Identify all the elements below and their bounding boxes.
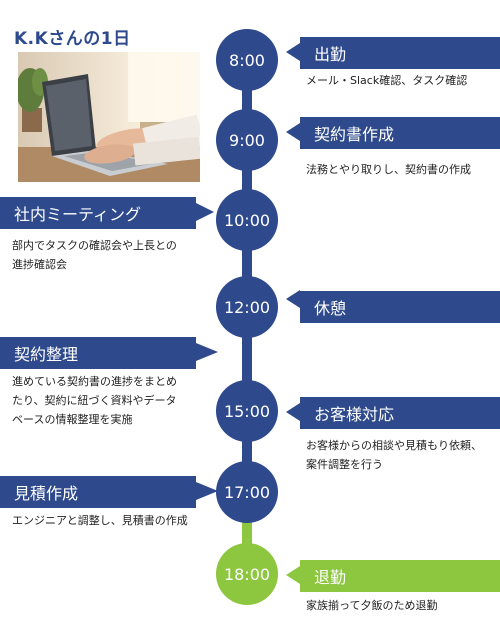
event-description: エンジニアと調整し、見積書の作成 (12, 514, 188, 527)
event-banner: 見積作成 (0, 476, 196, 508)
time-circle: 12:00 (216, 276, 278, 338)
event-banner: 休憩 (300, 291, 500, 323)
event-banner: 出勤 (300, 37, 500, 69)
time-label: 8:00 (229, 50, 265, 70)
time-circle: 10:00 (216, 189, 278, 251)
event-banner: 契約整理 (0, 337, 196, 369)
time-label: 9:00 (229, 130, 265, 150)
event-title: 休憩 (314, 299, 347, 318)
event-title: お客様対応 (314, 405, 395, 424)
banner-pointer (196, 482, 218, 500)
event-description: メール・Slack確認、タスク確認 (306, 74, 468, 87)
event-title: 契約書作成 (314, 125, 395, 144)
event-description: お客様からの相談や見積もり依頼、 案件調整を行う (306, 439, 482, 471)
time-circle: 18:00 (216, 543, 278, 605)
banner-pointer (196, 203, 214, 221)
event-title: 契約整理 (14, 345, 79, 364)
banner-pointer (286, 403, 300, 421)
event-description: 法務とやり取りし、契約書の作成 (306, 163, 471, 176)
time-label: 12:00 (223, 297, 271, 317)
time-circle: 15:00 (216, 380, 278, 442)
hands-typing-illustration (18, 52, 200, 182)
banner-pointer (196, 343, 218, 361)
event-title: 社内ミーティング (14, 205, 142, 224)
event-title: 退勤 (314, 568, 347, 587)
event-description: 家族揃って夕飯のため退勤 (306, 599, 438, 612)
banner-pointer (286, 123, 300, 141)
time-label: 15:00 (223, 401, 271, 421)
time-label: 17:00 (223, 482, 271, 502)
banner-pointer (286, 290, 300, 308)
time-circle: 8:00 (216, 29, 278, 91)
event-banner: お客様対応 (300, 397, 500, 429)
event-title: 出勤 (314, 45, 347, 64)
time-circle: 9:00 (216, 109, 278, 171)
laptop-photo (18, 52, 200, 182)
page-title: K.Kさんの1日 (14, 29, 131, 49)
time-circle: 17:00 (216, 461, 278, 523)
banner-pointer (286, 566, 300, 584)
event-description: 進めている契約書の進捗をまとめ たり、契約に紐づく資料やデータ ベースの情報整理… (12, 375, 177, 426)
time-label: 10:00 (223, 210, 271, 230)
event-description: 部内でタスクの確認会や上長との 進捗確認会 (12, 239, 177, 271)
event-banner: 契約書作成 (300, 117, 500, 149)
banner-pointer (286, 43, 300, 61)
event-banner: 社内ミーティング (0, 197, 196, 229)
event-title: 見積作成 (14, 484, 79, 503)
event-banner: 退勤 (300, 560, 500, 592)
time-label: 18:00 (223, 564, 271, 584)
